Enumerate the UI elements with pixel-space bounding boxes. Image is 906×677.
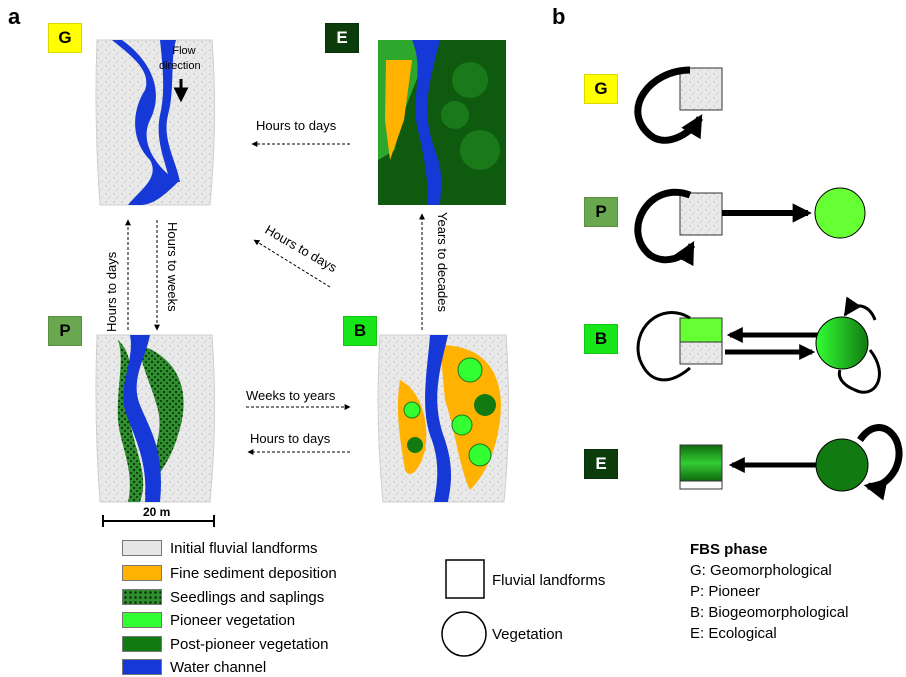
legend-item-initial: Initial fluvial landforms	[122, 538, 318, 558]
shape-legend-square-label: Fluvial landforms	[492, 572, 606, 589]
flow-label-2: direction	[159, 60, 201, 72]
shape-legend-circle-label: Vegetation	[492, 626, 563, 643]
panel-a-label: a	[8, 4, 21, 29]
scale-bar-label: 20 m	[143, 505, 171, 519]
legend-swatch-sediment	[122, 565, 162, 581]
badge-b: B	[343, 316, 377, 346]
legend-item-seedlings: Seedlings and saplings	[122, 587, 324, 607]
label-b-to-p: Hours to days	[250, 431, 331, 446]
legend-item-pioneer: Pioneer vegetation	[122, 610, 295, 630]
flow-label-1: Flow	[172, 45, 196, 57]
legend-swatch-gravel	[122, 540, 162, 556]
badge-p: P	[48, 316, 82, 346]
legend-item-post-pioneer: Post-pioneer vegetation	[122, 634, 328, 654]
badge-g-b: G	[584, 74, 618, 104]
landscape-g	[95, 39, 216, 206]
phase-e-diagram	[679, 424, 903, 501]
label-p-to-g: Hours to days	[104, 251, 119, 332]
badge-e: E	[325, 23, 359, 53]
legend-item-water: Water channel	[122, 657, 266, 677]
label-e-to-g: Hours to days	[256, 118, 337, 133]
fbs-item-p: P: Pioneer	[690, 583, 761, 600]
label-g-to-p: Hours to weeks	[165, 222, 180, 312]
badge-g: G	[48, 23, 82, 53]
fbs-title: FBS phase	[690, 541, 768, 558]
legend-swatch-post-pioneer	[122, 636, 162, 652]
legend-item-sediment: Fine sediment deposition	[122, 563, 337, 583]
landscape-p	[95, 334, 216, 503]
panel-b-label: b	[552, 4, 566, 29]
fbs-item-b: B: Biogeomorphological	[690, 604, 849, 621]
scale-bar	[102, 515, 215, 527]
phase-b-diagram	[636, 296, 881, 394]
badge-p-b: P	[584, 197, 618, 227]
square-legend-icon	[445, 559, 485, 599]
landscape-b	[377, 334, 510, 503]
flow-arrow-icon	[173, 79, 189, 103]
label-p-to-b: Weeks to years	[246, 388, 336, 403]
fbs-item-g: G: Geomorphological	[690, 562, 832, 579]
phase-g-diagram	[634, 66, 723, 144]
badge-b-b: B	[584, 324, 618, 354]
legend-swatch-water	[122, 659, 162, 675]
fbs-item-e: E: Ecological	[690, 625, 777, 642]
landscape-e	[378, 40, 506, 205]
label-b-to-e: Years to decades	[435, 212, 450, 312]
badge-e-b: E	[584, 449, 618, 479]
phase-p-diagram	[634, 187, 866, 267]
circle-legend-icon	[441, 611, 487, 657]
legend-swatch-pioneer	[122, 612, 162, 628]
legend-swatch-seedlings	[122, 589, 162, 605]
